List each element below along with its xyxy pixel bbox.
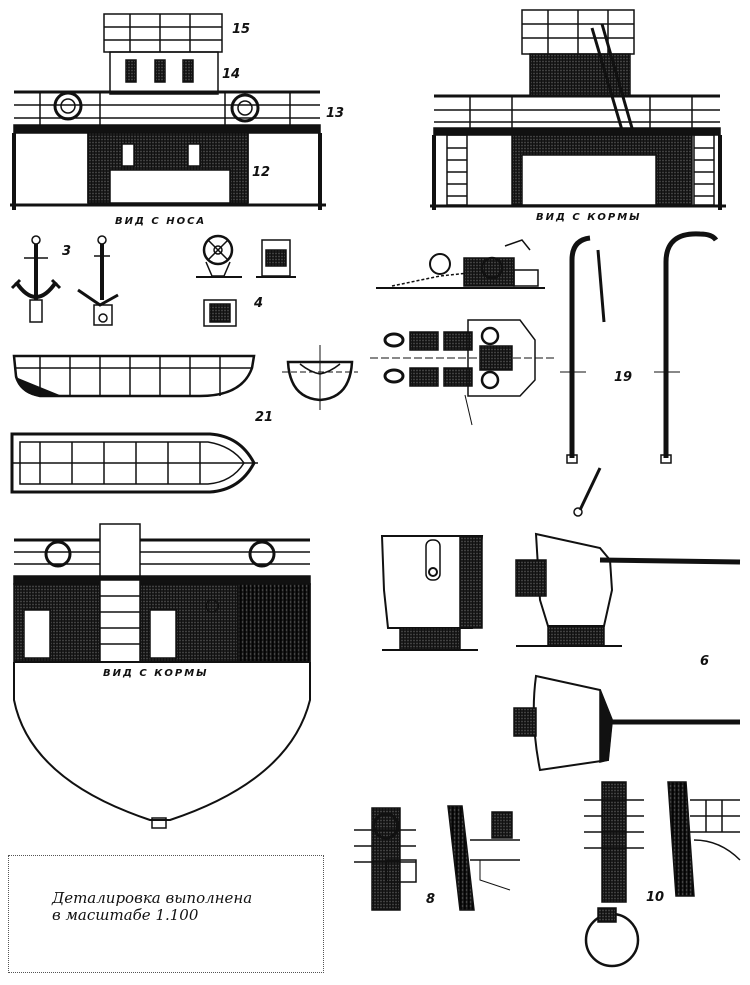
caption-bow-view: ВИД С НОСА	[115, 216, 207, 227]
anchors-drawing	[10, 235, 119, 326]
scale-note-line-2: в масштабе 1.100	[52, 906, 199, 924]
part-number-6: 6	[700, 654, 710, 669]
davits-drawing	[560, 231, 719, 517]
part-number-15: 15	[232, 22, 251, 37]
mast-detail-10-drawing	[584, 781, 741, 968]
gun-turret-drawing	[380, 532, 741, 772]
lifeboat-drawing	[10, 345, 358, 494]
part-number-13: 13	[326, 106, 345, 121]
part-number-8: 8	[426, 892, 436, 907]
anchor-windlass-drawing	[370, 239, 555, 426]
part-number-19: 19	[614, 370, 633, 385]
part-number-10: 10	[646, 890, 665, 905]
bow-view-drawing	[10, 13, 326, 210]
scale-note-line-1: Деталировка выполнена	[52, 889, 253, 907]
caption-stern-view-top: ВИД С КОРМЫ	[536, 212, 642, 223]
scale-note-box	[8, 855, 324, 973]
caption-stern-view-bottom: ВИД С КОРМЫ	[103, 668, 209, 679]
part-number-21: 21	[255, 410, 274, 425]
scale-note: Деталировка выполнена в масштабе 1.100	[52, 890, 252, 924]
winch-drawing	[196, 234, 296, 327]
mast-detail-8-drawing	[354, 805, 520, 911]
part-number-14: 14	[222, 67, 241, 82]
stern-view-bottom-drawing	[13, 523, 311, 829]
part-number-3: 3	[62, 244, 72, 259]
part-number-12: 12	[252, 165, 271, 180]
stern-view-top-drawing	[430, 9, 726, 210]
part-number-4: 4	[254, 296, 264, 311]
